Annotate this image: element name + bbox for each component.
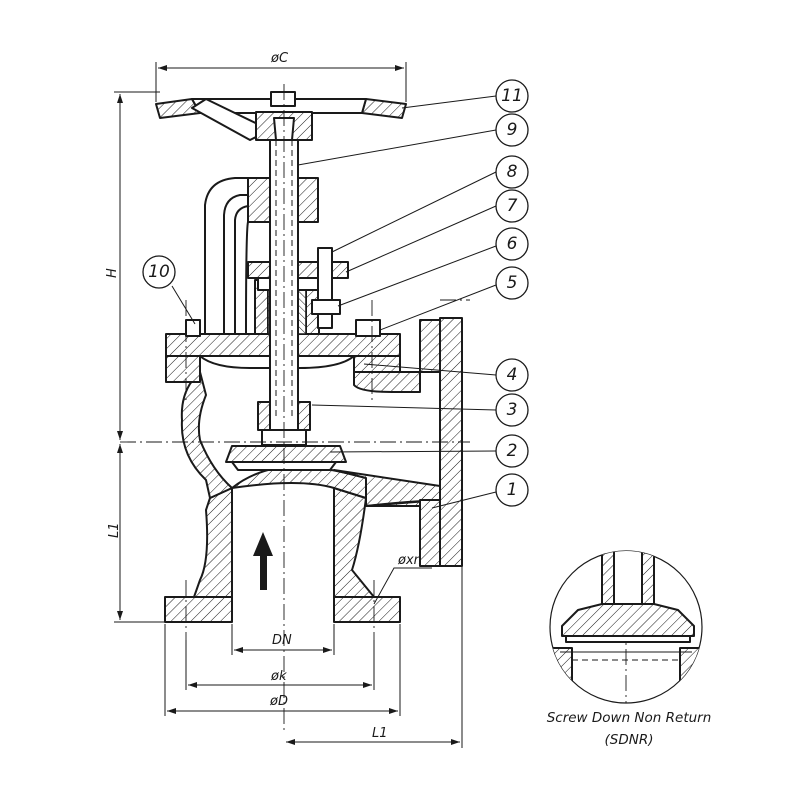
sdnr-detail-view — [549, 550, 703, 704]
dim-oxn: øxn — [397, 553, 422, 568]
dimension-labels: øC H L1 DN øk øD L1 øxn — [105, 51, 422, 741]
caption-line-2: (SDNR) — [605, 732, 654, 748]
balloon-label: 11 — [501, 86, 523, 106]
balloon-5: 5 — [495, 266, 529, 300]
sdnr-caption: Screw Down Non Return (SDNR) — [547, 710, 712, 748]
bonnet — [165, 177, 401, 369]
balloon-label: 2 — [507, 441, 518, 461]
caption-line-1: Screw Down Non Return — [547, 710, 712, 726]
balloon-8: 8 — [495, 155, 529, 189]
handwheel — [155, 91, 407, 141]
dim-od: øD — [269, 694, 288, 709]
disc — [225, 401, 347, 471]
balloon-label: 9 — [507, 120, 518, 140]
balloon-4: 4 — [495, 358, 529, 392]
balloon-7: 7 — [495, 189, 529, 223]
centerlines — [120, 84, 470, 730]
valve-body — [164, 317, 463, 623]
dim-l1-vertical: L1 — [107, 522, 122, 538]
dim-ok: øk — [270, 669, 287, 684]
balloon-11: 11 — [495, 79, 529, 113]
balloon-9: 9 — [495, 113, 529, 147]
balloon-6: 6 — [495, 227, 529, 261]
balloon-label: 1 — [507, 480, 518, 500]
balloon-label: 8 — [507, 162, 518, 182]
dim-l1-horizontal: L1 — [372, 726, 388, 741]
balloon-label: 5 — [507, 273, 518, 293]
balloon-label: 4 — [507, 365, 518, 385]
dim-oc: øC — [270, 51, 289, 66]
balloon-label: 6 — [507, 234, 518, 254]
part-leaders — [171, 95, 497, 509]
balloon-3: 3 — [495, 393, 529, 427]
dim-dn: DN — [272, 633, 292, 648]
arrow-up-icon — [253, 532, 273, 590]
balloon-2: 2 — [495, 434, 529, 468]
dimension-lines — [114, 62, 463, 748]
balloon-label: 3 — [507, 400, 518, 420]
balloon-label: 10 — [148, 262, 170, 282]
dim-h: H — [105, 268, 120, 278]
balloon-1: 1 — [495, 473, 529, 507]
balloon-label: 7 — [507, 196, 518, 216]
balloon-10: 10 — [142, 255, 176, 289]
